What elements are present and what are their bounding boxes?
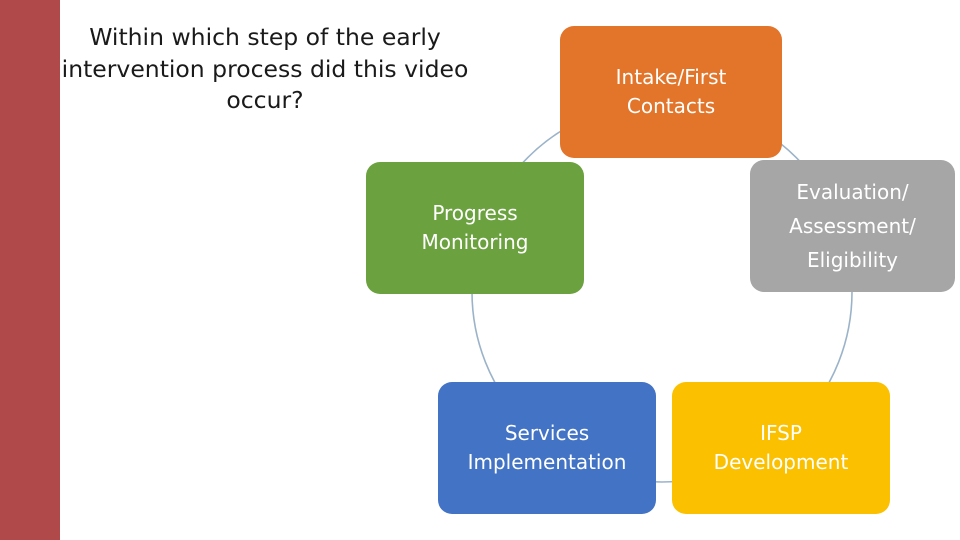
question-text: Within which step of the early intervent…	[61, 23, 469, 115]
cycle-node-evaluation-label: Evaluation/ Assessment/ Eligibility	[789, 180, 916, 272]
cycle-node-ifsp-label: IFSP Development	[713, 421, 849, 474]
cycle-node-ifsp[interactable]: IFSP Development	[672, 382, 890, 514]
cycle-node-intake-label: Intake/First Contacts	[615, 65, 727, 118]
cycle-node-intake[interactable]: Intake/First Contacts	[560, 26, 782, 158]
cycle-node-progress-label: Progress Monitoring	[421, 201, 529, 254]
cycle-node-services-label: Services Implementation	[467, 421, 627, 474]
cycle-node-progress[interactable]: Progress Monitoring	[366, 162, 584, 294]
left-accent-bar	[0, 0, 60, 540]
cycle-node-services[interactable]: Services Implementation	[438, 382, 656, 514]
cycle-node-evaluation[interactable]: Evaluation/ Assessment/ Eligibility	[750, 160, 955, 292]
